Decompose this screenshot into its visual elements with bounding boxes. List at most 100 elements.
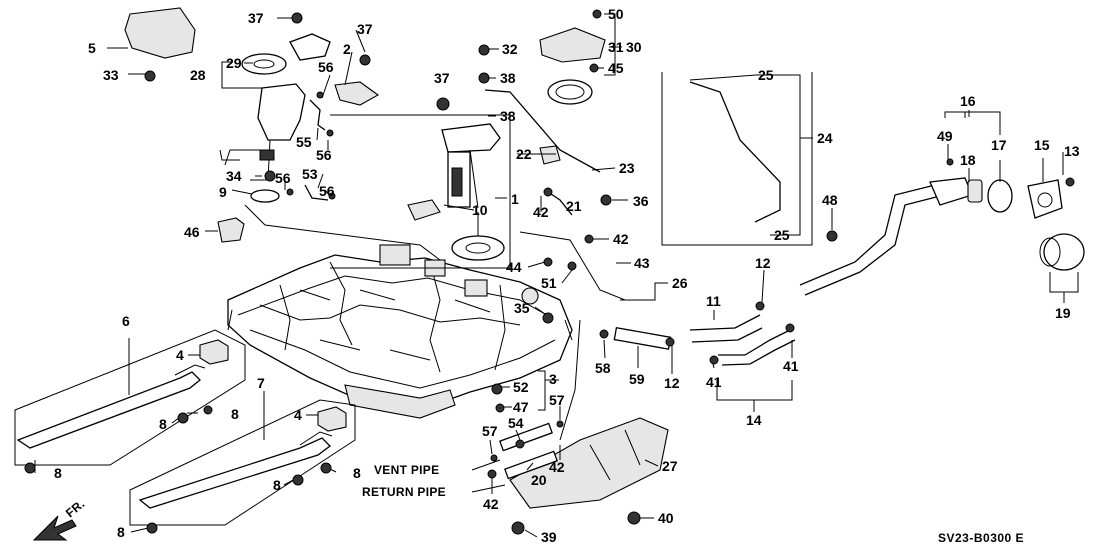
evap-line-box — [661, 72, 813, 246]
evap-line-24 — [689, 81, 781, 223]
callout: 26 — [672, 275, 688, 291]
fuel-pump-cover-5 — [124, 7, 196, 59]
callout: 47 — [513, 399, 529, 415]
callout: 57 — [549, 392, 565, 408]
clip-46 — [217, 217, 245, 243]
callout: 41 — [706, 374, 722, 390]
callout: 15 — [1034, 137, 1050, 153]
packing-9 — [250, 189, 280, 203]
callout: 11 — [706, 293, 721, 309]
strap-bracket-4a — [199, 339, 229, 365]
pipe-59 — [613, 326, 672, 350]
vent-pipe-caption: VENT PIPE — [374, 463, 439, 477]
callout: 56 — [275, 170, 291, 186]
callout: 19 — [1055, 305, 1071, 321]
callout: 30 — [626, 39, 642, 55]
packing-ring — [547, 79, 593, 105]
callout: 37 — [248, 10, 264, 26]
callout: 35 — [514, 300, 530, 316]
callout: 45 — [608, 60, 624, 76]
callout: 12 — [664, 375, 680, 391]
callout: 39 — [541, 529, 557, 545]
callout: 42 — [483, 496, 499, 512]
cap-19-bracket — [1049, 272, 1079, 293]
fuel-pump-unit-1 — [407, 123, 501, 221]
callout: 58 — [595, 360, 611, 376]
callout: 37 — [434, 70, 450, 86]
filler-hose-11 — [689, 314, 763, 343]
callout: 16 — [960, 93, 976, 109]
callout: 17 — [991, 137, 1007, 153]
callout: 56 — [316, 147, 332, 163]
callout: 38 — [500, 70, 516, 86]
callout: 37 — [357, 21, 373, 37]
callout: 42 — [549, 459, 565, 475]
strap-7-outline-box — [129, 399, 356, 526]
callout: 3 — [549, 371, 557, 387]
callout: 50 — [608, 6, 624, 22]
callout: 24 — [817, 130, 833, 146]
cover-31 — [539, 27, 606, 63]
hose-53 — [304, 184, 329, 201]
front-direction-label: FR. — [63, 497, 87, 521]
diagram-code: SV23-B0300 E — [938, 531, 1024, 545]
callout: 54 — [508, 415, 524, 431]
callout: 25 — [758, 67, 774, 83]
callout: 23 — [619, 160, 635, 176]
callout: 25 — [774, 227, 790, 243]
group-brackets — [964, 111, 1000, 118]
callout: 8 — [231, 406, 239, 422]
callout: 9 — [219, 184, 227, 200]
callout: 20 — [531, 472, 547, 488]
callout: 42 — [613, 231, 629, 247]
callout: 31 — [608, 39, 624, 55]
callout: 5 — [88, 40, 96, 56]
callout: 46 — [184, 224, 200, 240]
callout: 4 — [176, 347, 184, 363]
callout: 53 — [302, 166, 318, 182]
cap-19 — [1043, 233, 1085, 271]
callout: 28 — [190, 67, 206, 83]
callout: 32 — [502, 41, 518, 57]
callout: 57 — [482, 423, 498, 439]
callout: 44 — [506, 259, 522, 275]
seal-29 — [241, 53, 287, 75]
callout: 4 — [294, 407, 302, 423]
callout: 10 — [472, 202, 488, 218]
sender-unit-top — [289, 33, 331, 61]
part-illustrations — [14, 7, 1085, 541]
callout: 56 — [318, 59, 334, 75]
return-pipe-caption: RETURN PIPE — [362, 485, 446, 499]
fuel-pump-assembly — [219, 83, 306, 181]
vent-hose-54 — [499, 422, 553, 452]
bracket-22 — [539, 145, 561, 165]
strap-6-outline-box — [14, 329, 246, 466]
callout: 33 — [103, 67, 119, 83]
callout: 56 — [319, 183, 335, 199]
callout: 29 — [226, 55, 242, 71]
callout: 49 — [937, 128, 953, 144]
hose-14 — [718, 329, 796, 366]
callout: 38 — [500, 108, 516, 124]
base-15 — [1027, 179, 1063, 219]
strap-bracket-4b — [317, 406, 347, 432]
tank-strap-7 — [138, 431, 333, 509]
callout: 51 — [541, 275, 557, 291]
callout: 6 — [122, 313, 130, 329]
callout: 14 — [746, 412, 762, 428]
callout: 1 — [511, 191, 519, 207]
callout: 18 — [960, 152, 976, 168]
callout: 22 — [516, 146, 532, 162]
callout: 36 — [633, 193, 649, 209]
filler-pipe — [799, 184, 941, 296]
pipe-route-vent — [559, 319, 581, 441]
callout: 21 — [566, 198, 582, 214]
callout: 8 — [54, 465, 62, 481]
fasteners — [24, 9, 1075, 535]
callout: 42 — [533, 204, 549, 220]
pump-unit-outline — [330, 114, 511, 269]
front-arrow-icon — [32, 515, 77, 541]
pipe-23 — [484, 89, 601, 173]
callout: 8 — [117, 524, 125, 540]
callout: 52 — [513, 379, 529, 395]
